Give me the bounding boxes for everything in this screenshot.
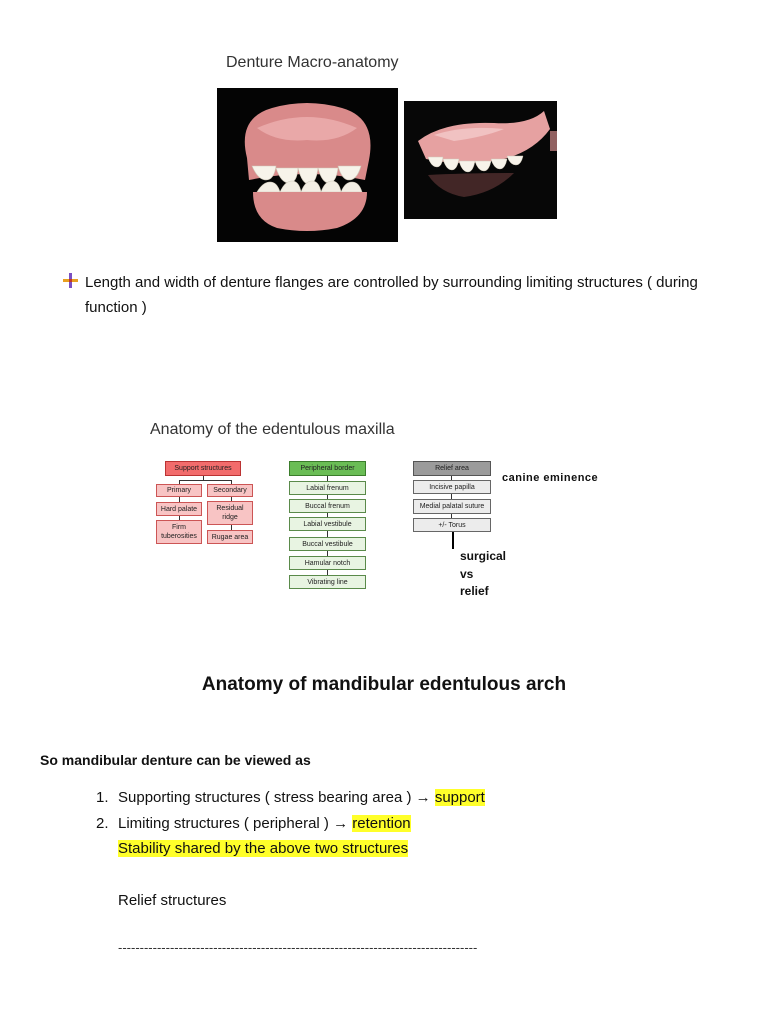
connector-line <box>327 551 328 556</box>
list-number: 1. <box>96 789 109 806</box>
denture-photo-side <box>404 101 557 219</box>
connector-line <box>231 525 232 530</box>
connector-line <box>451 514 452 518</box>
connector-line <box>231 480 232 484</box>
hamular-notch-box: Hamular notch <box>289 556 366 570</box>
connector-line <box>327 570 328 575</box>
rugae-area-box: Rugae area <box>207 530 253 544</box>
connector-line <box>327 531 328 537</box>
section-title-macro-anatomy: Denture Macro-anatomy <box>226 54 399 71</box>
peripheral-border-box: Peripheral border <box>289 461 366 476</box>
highlight-text: retention <box>352 815 411 832</box>
list-text: Supporting structures ( stress bearing a… <box>118 789 435 806</box>
torus-box: +/- Torus <box>413 518 491 532</box>
dashed-divider: ----------------------------------------… <box>118 940 478 955</box>
hard-palate-box: Hard palate <box>156 502 202 516</box>
section-title-maxilla: Anatomy of the edentulous maxilla <box>150 421 395 438</box>
buccal-vestibule-box: Buccal vestibule <box>289 537 366 551</box>
list-text: Limiting structures ( peripheral ) → <box>118 815 353 832</box>
bullet-paragraph: Length and width of denture flanges are … <box>85 274 698 316</box>
connector-line <box>327 495 328 499</box>
firm-tuberosities-box: Firm tuberosities <box>156 520 202 544</box>
medial-palatal-suture-box: Medial palatal suture <box>413 499 491 514</box>
denture-photo-front <box>217 88 398 242</box>
canine-eminence-note: canine eminence <box>502 472 599 484</box>
labial-vestibule-box: Labial vestibule <box>289 517 366 531</box>
relief-structures-text: Relief structures <box>118 892 227 909</box>
connector-line <box>179 497 180 502</box>
support-structures-box: Support structures <box>165 461 241 476</box>
note-line: surgical <box>460 549 507 563</box>
connector-line <box>327 513 328 517</box>
stability-note: Stability shared by the above two struct… <box>118 840 409 857</box>
connector-line <box>179 516 180 520</box>
highlight-text: support <box>434 789 485 806</box>
vibrating-line-box: Vibrating line <box>289 575 366 589</box>
connector-line <box>451 476 452 480</box>
connector-line <box>327 476 328 481</box>
surgical-connector <box>452 532 454 549</box>
labial-frenum-box: Labial frenum <box>289 481 366 495</box>
residual-ridge-box: Residual ridge <box>207 501 253 525</box>
highlight-text: Stability shared by the above two struct… <box>118 840 409 857</box>
secondary-box: Secondary <box>207 484 253 497</box>
surgical-vs-relief-note: surgical vs relief <box>460 548 506 601</box>
connector-line <box>203 476 204 480</box>
relief-area-box: Relief area <box>413 461 491 476</box>
buccal-frenum-box: Buccal frenum <box>289 499 366 513</box>
note-line: vs <box>460 566 474 581</box>
section-title-mandibular: Anatomy of mandibular edentulous arch <box>201 674 567 695</box>
connector-line <box>231 497 232 501</box>
connector-line <box>179 480 180 484</box>
connector-line <box>179 480 231 481</box>
connector-line <box>451 494 452 499</box>
intro-text: So mandibular denture can be viewed as <box>40 752 311 768</box>
primary-box: Primary <box>156 484 202 497</box>
incisive-papilla-box: Incisive papilla <box>413 480 491 494</box>
list-number: 2. <box>96 815 109 832</box>
list-item: 1. Supporting structures ( stress bearing… <box>96 789 485 806</box>
list-item: 2. Limiting structures ( peripheral ) → r… <box>96 815 411 832</box>
note-line: relief <box>460 584 489 598</box>
bullet-plus-icon <box>62 272 79 289</box>
